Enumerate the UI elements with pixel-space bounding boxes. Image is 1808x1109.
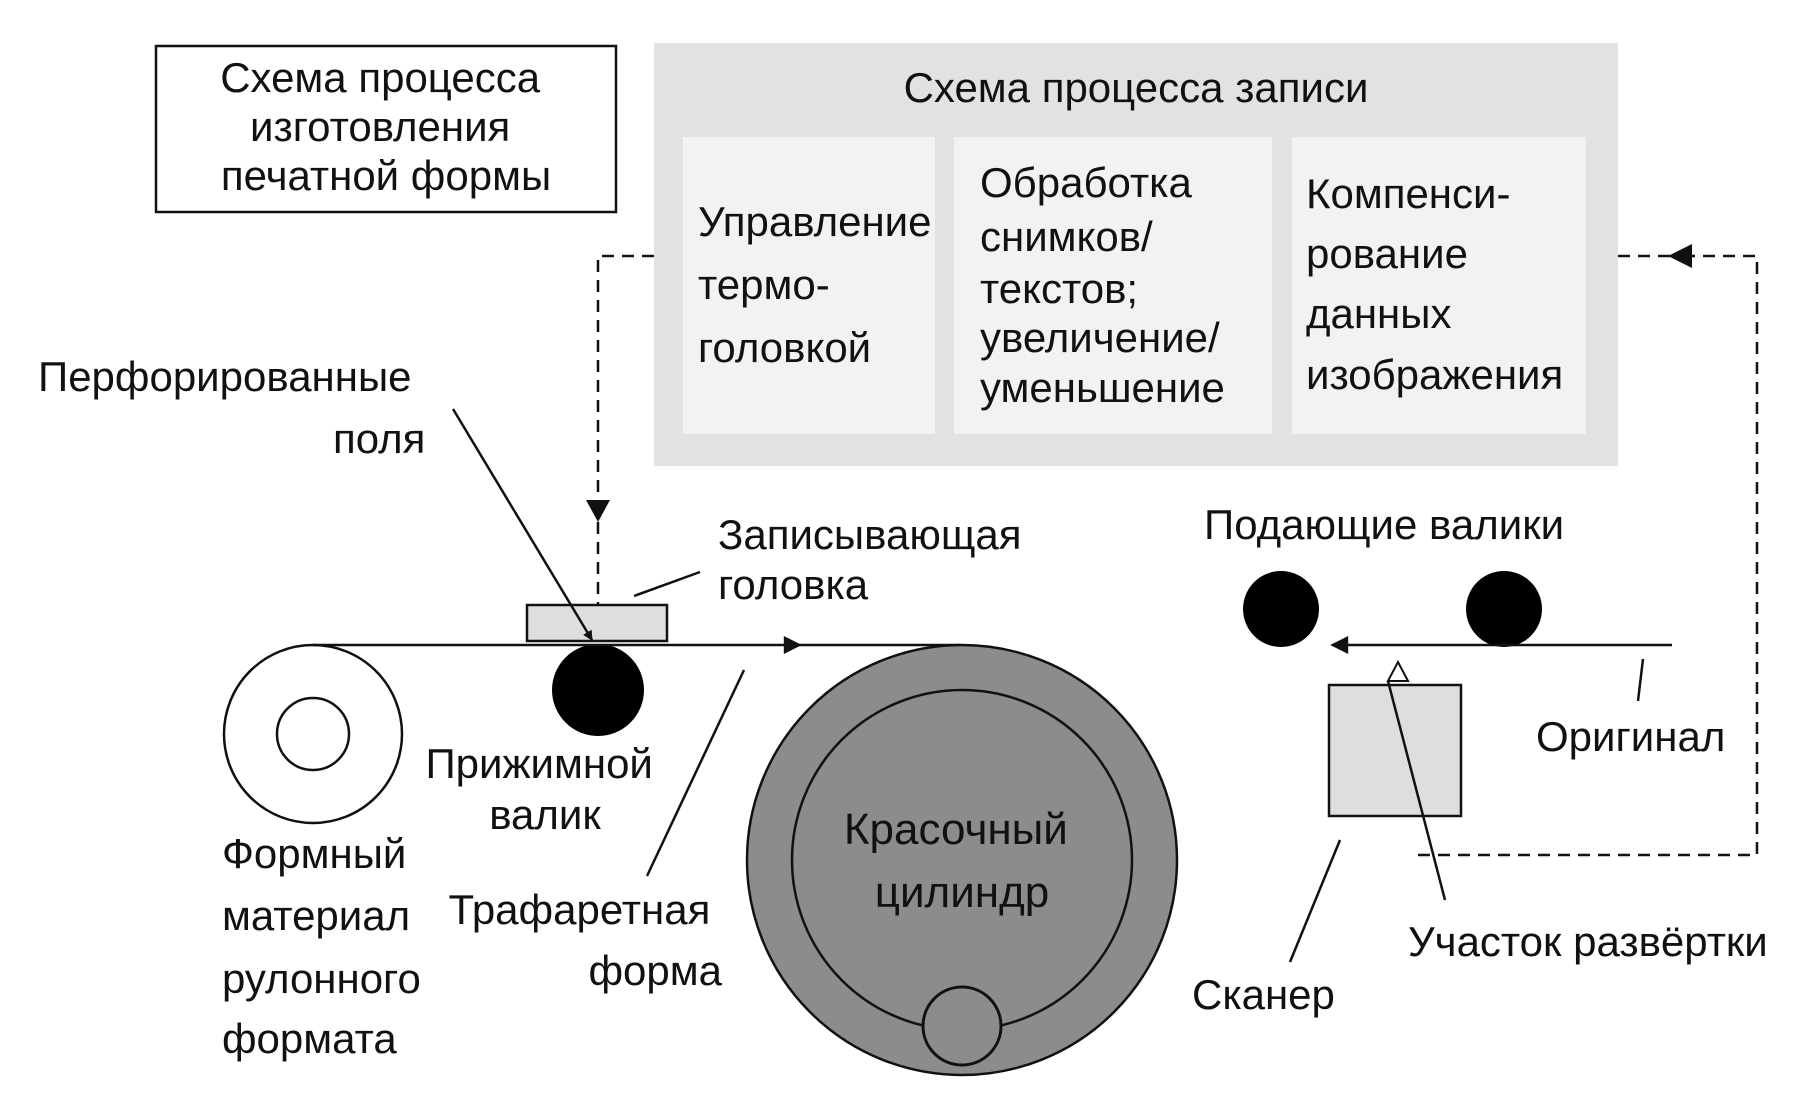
feed-roller-right <box>1466 571 1542 647</box>
leader-stencil-form <box>645 669 746 877</box>
block-image-compensation: Компенси- рование данных изображения <box>1292 137 1586 434</box>
label-ink-cylinder: Красочный цилиндр <box>844 805 1080 917</box>
leader-recording-head <box>633 570 701 598</box>
label-recording-head: Записывающая головка <box>718 511 1033 608</box>
label-scan-area: Участок развёртки <box>1408 918 1768 965</box>
signal-line-to-head <box>596 254 654 510</box>
block-image-processing-text: Обработка снимков/ текстов; увеличение/ … <box>980 159 1231 411</box>
signal-line-from-scanner <box>1418 254 1759 857</box>
scan-point-triangle <box>1386 659 1410 682</box>
leader-perforated-fields <box>451 408 594 641</box>
label-feed-rollers: Подающие валики <box>1204 501 1564 548</box>
block-thermal-head-control: Управление термо- головкой <box>683 137 943 434</box>
label-original: Оригинал <box>1536 713 1725 760</box>
label-perforated-fields: Перфорированные поля <box>38 353 425 462</box>
process-title-text: Схема процесса изготовления печатной фор… <box>220 54 552 199</box>
recording-panel-title: Схема процесса записи <box>904 64 1369 111</box>
leader-scanner <box>1288 839 1342 963</box>
process-title-box: Схема процесса изготовления печатной фор… <box>154 44 618 214</box>
label-pressure-roller: Прижимной валик <box>425 740 664 838</box>
original-pointer <box>1636 658 1645 702</box>
arrowhead-to-panel <box>1668 244 1692 268</box>
feed-roller-left <box>1243 571 1319 647</box>
block-image-compensation-text: Компенси- рование данных изображения <box>1306 170 1563 398</box>
recording-head <box>525 603 669 643</box>
recording-process-panel: Схема процесса записи Управление термо- … <box>654 43 1618 466</box>
leader-scan-area <box>1386 680 1447 901</box>
ink-cylinder <box>745 643 1179 1077</box>
leader-lines <box>451 408 1447 963</box>
pressure-roller <box>552 644 644 736</box>
roll-material <box>222 643 404 825</box>
block-image-processing: Обработка снимков/ текстов; увеличение/ … <box>954 137 1272 434</box>
label-stencil-form: Трафаретная форма <box>449 886 723 994</box>
label-roll-material: Формный материал рулонного формата <box>222 830 432 1062</box>
block-thermal-head-control-text: Управление термо- головкой <box>698 198 943 371</box>
arrowhead-to-head <box>586 500 610 522</box>
label-scanner: Сканер <box>1192 971 1335 1018</box>
